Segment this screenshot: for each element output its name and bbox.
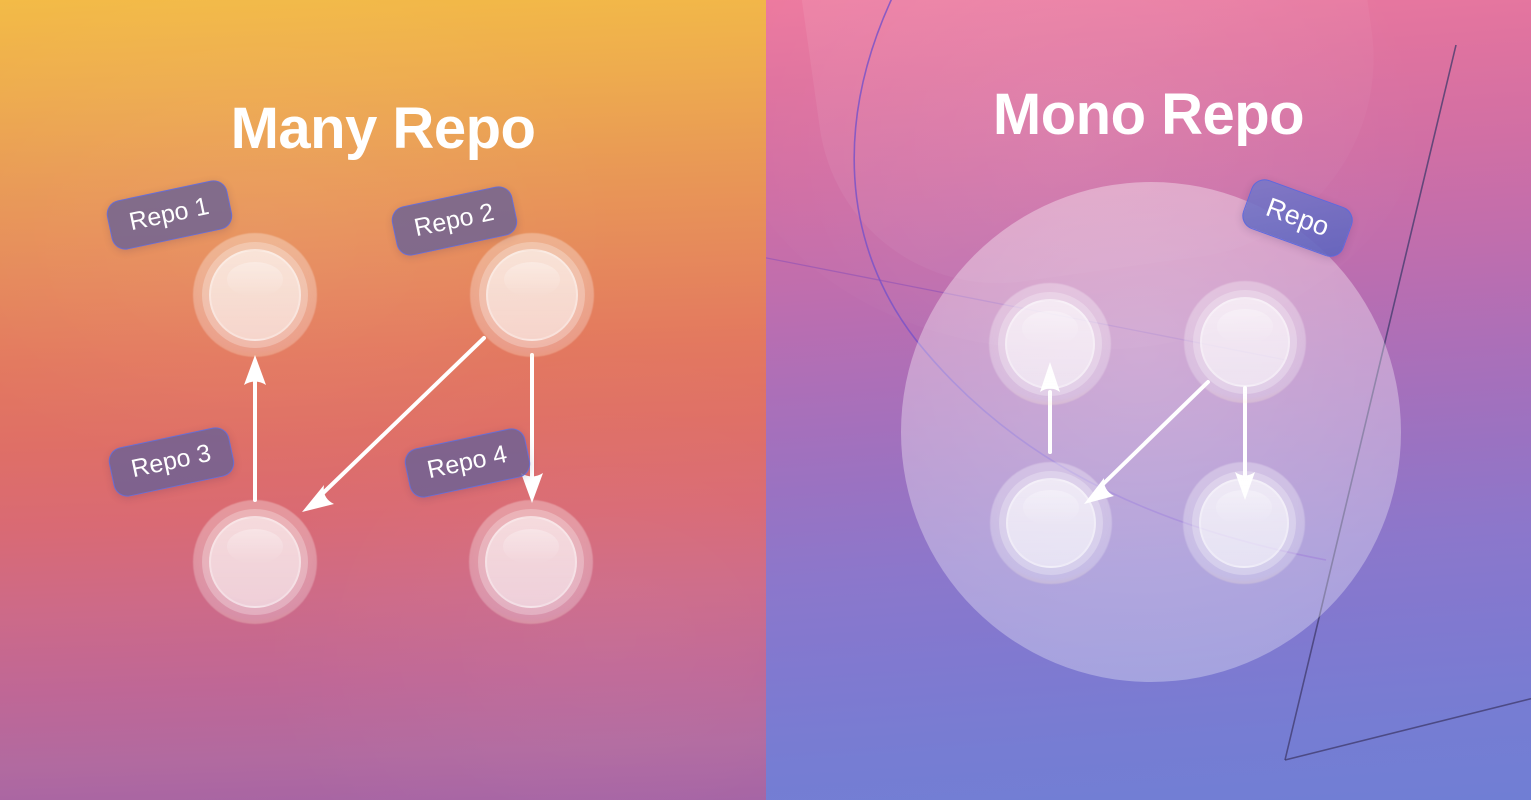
tag-repo-1[interactable]: Repo 1 bbox=[104, 177, 235, 253]
tag-label: Repo 3 bbox=[128, 438, 214, 484]
tag-repo-4[interactable]: Repo 4 bbox=[402, 425, 533, 501]
node-inner-disc bbox=[209, 249, 301, 341]
mono-repo-node[interactable] bbox=[990, 462, 1112, 584]
mono-repo-node[interactable] bbox=[1183, 462, 1305, 584]
mono-repo-bubble bbox=[901, 182, 1401, 682]
node-inner-disc bbox=[1200, 297, 1290, 387]
repo-node[interactable] bbox=[469, 500, 593, 624]
node-gloss bbox=[226, 528, 284, 564]
node-gloss bbox=[1022, 311, 1078, 346]
tag-repo-3[interactable]: Repo 3 bbox=[106, 424, 237, 500]
node-gloss bbox=[502, 528, 560, 564]
repo-node[interactable] bbox=[470, 233, 594, 357]
decorative-polyline-right bbox=[1284, 697, 1531, 761]
node-inner-disc bbox=[485, 516, 577, 608]
tag-label: Repo 2 bbox=[411, 197, 497, 243]
node-gloss bbox=[1217, 309, 1273, 344]
tag-label: Repo bbox=[1262, 191, 1334, 243]
node-inner-disc bbox=[1005, 299, 1095, 389]
page-title-mono-repo: Mono Repo bbox=[992, 82, 1305, 147]
node-gloss bbox=[503, 261, 561, 297]
arrow-repo3-to-repo1 bbox=[244, 355, 266, 502]
repo-node[interactable] bbox=[193, 500, 317, 624]
node-inner-disc bbox=[209, 516, 301, 608]
node-inner-disc bbox=[486, 249, 578, 341]
node-inner-disc bbox=[1006, 478, 1096, 568]
node-gloss bbox=[1023, 490, 1079, 525]
mono-repo-node[interactable] bbox=[1184, 281, 1306, 403]
node-gloss bbox=[1216, 490, 1272, 525]
node-gloss bbox=[226, 261, 284, 297]
mono-repo-node[interactable] bbox=[989, 283, 1111, 405]
repo-node[interactable] bbox=[193, 233, 317, 357]
tag-label: Repo 4 bbox=[424, 439, 510, 485]
node-inner-disc bbox=[1199, 478, 1289, 568]
page-title-many-repo: Many Repo bbox=[230, 96, 536, 161]
tag-label: Repo 1 bbox=[126, 191, 212, 237]
arrow-repo2-to-repo4 bbox=[521, 353, 543, 503]
